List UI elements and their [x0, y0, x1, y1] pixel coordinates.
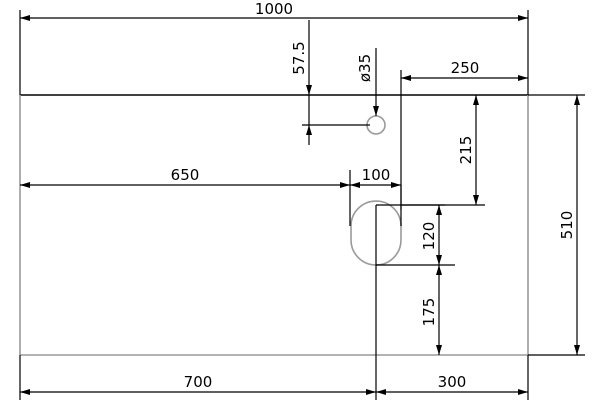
dim-text-d35: ø35	[356, 54, 374, 82]
slot-feature: 100	[349, 166, 402, 266]
dimension-bottom: 700 300	[19, 205, 529, 400]
dim-text-510: 510	[558, 211, 576, 240]
dim-text-250: 250	[451, 59, 480, 77]
dimension-215: 215	[401, 95, 485, 206]
dim-text-175: 175	[420, 298, 438, 327]
dim-text-120: 120	[420, 222, 438, 251]
dimension-175: 175	[420, 265, 442, 355]
dimension-250: 250	[400, 59, 528, 210]
dim-text-100: 100	[362, 166, 391, 184]
dimension-hole-diameter: ø35	[356, 48, 379, 116]
dim-text-57-5: 57.5	[290, 41, 308, 74]
panel-outline	[19, 94, 529, 356]
hole-feature: 57.5	[290, 20, 386, 145]
dim-text-215: 215	[457, 136, 475, 165]
dim-text-300: 300	[438, 373, 467, 391]
dimension-120: 120	[376, 204, 455, 266]
dimension-650: 650	[20, 166, 350, 188]
dim-text-700: 700	[184, 373, 213, 391]
dimension-overall-height: 510	[528, 94, 585, 356]
dim-text-1000: 1000	[255, 0, 293, 18]
dimension-overall-width: 1000	[19, 0, 529, 95]
dim-text-650: 650	[171, 166, 200, 184]
